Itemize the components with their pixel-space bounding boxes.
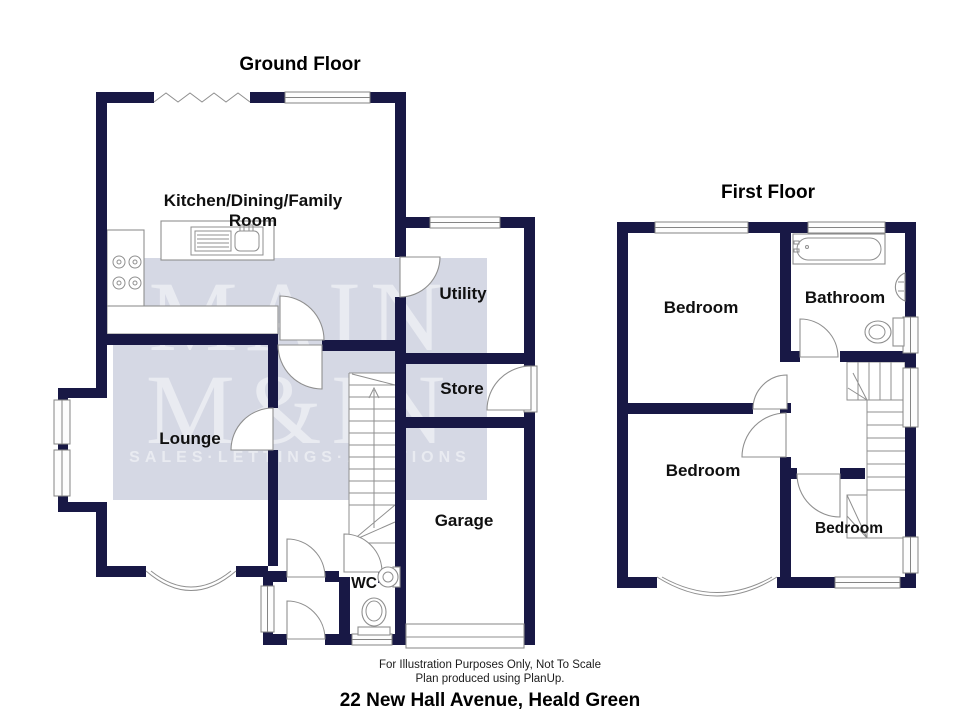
room-label-wc: WC — [351, 575, 377, 592]
curved-bay-window — [145, 570, 237, 591]
window — [351, 633, 393, 646]
zigzag-opening — [153, 92, 251, 103]
watermark-line3: SALES·LETTINGS·AUCTIONS — [129, 449, 471, 466]
window — [260, 585, 275, 633]
door-arc — [741, 318, 841, 518]
curved-bay-window — [656, 576, 778, 597]
window — [902, 367, 919, 428]
garage-door — [405, 623, 525, 649]
room-label-bedroom1: Bedroom — [664, 298, 739, 317]
bay-window — [53, 399, 71, 497]
basin-icon — [894, 272, 906, 302]
room-label-bedroom2: Bedroom — [666, 461, 741, 480]
sink-icon — [160, 220, 275, 261]
first-floor-walls — [617, 222, 916, 588]
window — [654, 221, 749, 234]
disclaimer: For Illustration Purposes Only, Not To S… — [0, 659, 980, 686]
ground-floor-plan — [53, 91, 538, 649]
bathtub-icon — [792, 233, 886, 265]
labels: Ground Floor First Floor Kitchen/Dining/… — [159, 54, 885, 592]
room-label-kitchen-line1: Kitchen/Dining/Family — [164, 191, 343, 210]
room-label-utility: Utility — [439, 284, 487, 303]
window — [902, 316, 919, 354]
room-label-kitchen-line2: Room — [229, 211, 277, 230]
room-label-lounge: Lounge — [159, 429, 220, 448]
room-label-bathroom: Bathroom — [805, 288, 885, 307]
ground-floor-title: Ground Floor — [239, 54, 361, 75]
room-label-bedroom3: Bedroom — [815, 520, 883, 537]
disclaimer-line2: Plan produced using PlanUp. — [415, 672, 565, 685]
room-label-store: Store — [440, 379, 483, 398]
window — [807, 221, 886, 234]
basin-icon — [377, 566, 401, 588]
window — [902, 536, 919, 574]
first-floor-title: First Floor — [721, 182, 816, 203]
window — [284, 91, 371, 104]
toilet-icon — [357, 597, 391, 636]
window — [834, 576, 901, 589]
window — [429, 216, 501, 229]
room-label-garage: Garage — [435, 511, 494, 530]
staircase-first — [846, 361, 906, 539]
hob-icon — [112, 255, 142, 290]
property-address: 22 New Hall Avenue, Heald Green — [339, 690, 641, 711]
kitchen-counter-bottom — [106, 305, 279, 335]
staircase-ground — [348, 372, 396, 544]
first-floor-plan — [617, 221, 919, 597]
disclaimer-line1: For Illustration Purposes Only, Not To S… — [378, 659, 601, 671]
toilet-icon — [864, 317, 905, 347]
